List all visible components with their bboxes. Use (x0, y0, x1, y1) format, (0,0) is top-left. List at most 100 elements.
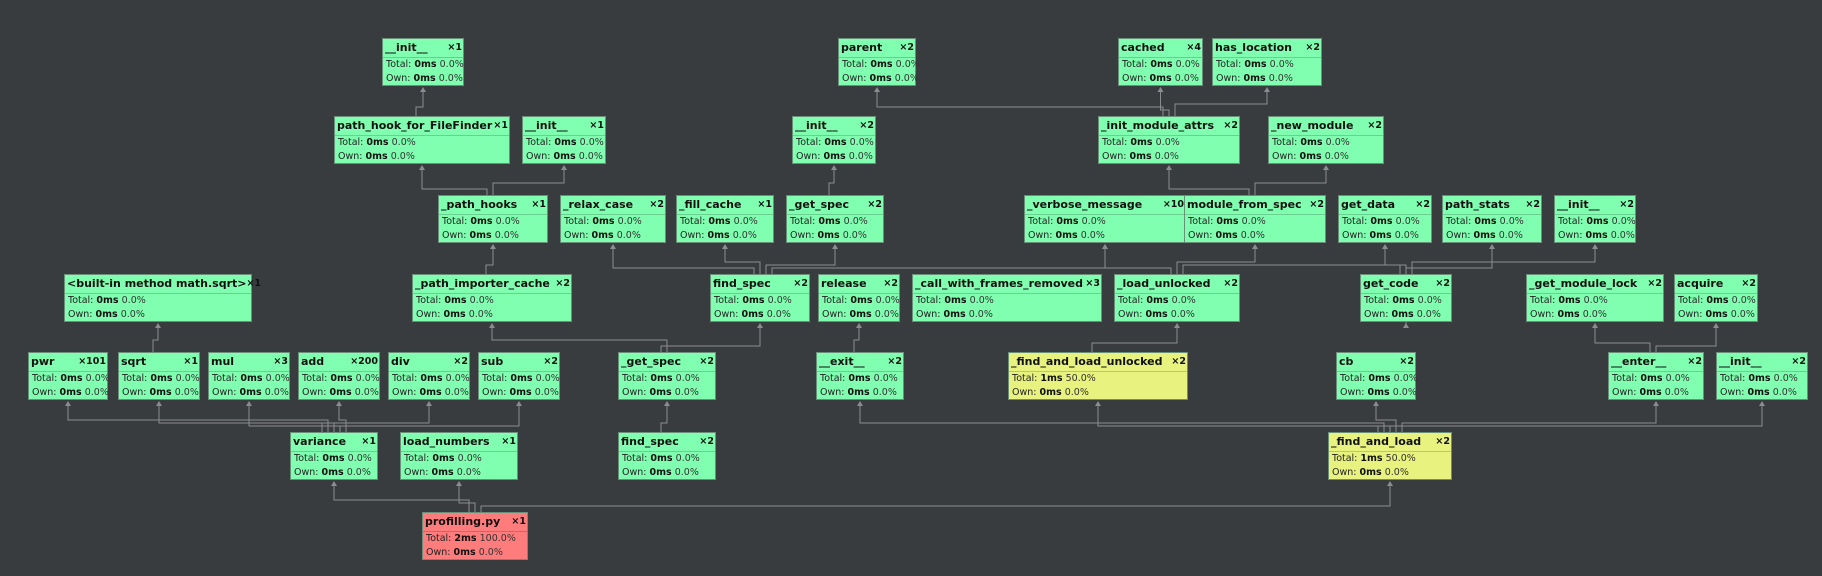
call-count: ×3 (273, 356, 288, 367)
total-time-row: Total: 0ms 0.0% (119, 372, 200, 386)
own-label: Own: (392, 387, 417, 398)
total-label: Total: (392, 373, 418, 384)
call-edge (158, 406, 335, 432)
node-title: path_stats×2 (1443, 196, 1541, 215)
total-percent: 0.0% (1175, 59, 1200, 70)
arrow-head (610, 244, 616, 249)
own-percent: 0.0% (1392, 387, 1417, 398)
own-time: 0ms (1215, 230, 1238, 241)
total-percent: 0.0% (1611, 216, 1636, 227)
own-label: Own: (482, 387, 507, 398)
call-count: ×2 (793, 278, 808, 289)
function-name: __init__ (795, 119, 838, 132)
total-percent: 0.0% (1499, 216, 1524, 227)
arrow-head (65, 401, 71, 406)
total-percent: 0.0% (469, 295, 494, 306)
call-count: ×1 (531, 199, 546, 210)
total-label: Total: (842, 59, 868, 70)
arrow-head (456, 481, 462, 486)
total-time-row: Total: 0ms 0.0% (1675, 294, 1757, 308)
total-time-row: Total: 0ms 0.0% (711, 294, 809, 308)
arrow-head (1653, 401, 1659, 406)
own-time: 0ms (943, 309, 966, 320)
own-label: Own: (1012, 387, 1037, 398)
own-time: 0ms (817, 230, 840, 241)
own-percent: 0.0% (1582, 309, 1607, 320)
own-percent: 0.0% (874, 309, 899, 320)
call-count: ×2 (1305, 42, 1320, 53)
own-time: 0ms (1129, 151, 1152, 162)
own-label: Own: (122, 387, 147, 398)
node-title: _get_spec×2 (787, 196, 883, 215)
total-time: 0ms (366, 137, 389, 148)
total-percent: 0.0% (175, 373, 200, 384)
call-edge (458, 486, 476, 512)
call-count: ×2 (453, 356, 468, 367)
total-percent: 0.0% (457, 453, 482, 464)
own-label: Own: (68, 309, 93, 320)
call-edge (421, 170, 488, 195)
node-title: cb×2 (1337, 353, 1415, 372)
arrow-head (1166, 165, 1172, 170)
total-label: Total: (1612, 373, 1638, 384)
own-time: 0ms (1391, 309, 1414, 320)
total-time-row: Total: 1ms 50.0% (1009, 372, 1187, 386)
node-title: _find_and_load_unlocked×2 (1009, 353, 1187, 372)
call-count: ×2 (1415, 199, 1430, 210)
total-time-row: Total: 0ms 0.0% (1119, 58, 1202, 72)
total-time: 0ms (1150, 59, 1173, 70)
function-name: _path_importer_cache (415, 277, 550, 290)
total-time-row: Total: 0ms 0.0% (819, 294, 900, 308)
function-name: _find_and_load (1331, 435, 1422, 448)
own-label: Own: (1720, 387, 1745, 398)
total-time: 0ms (1586, 216, 1609, 227)
own-time-row: Own: 0ms 0.0% (413, 308, 571, 322)
total-percent: 0.0% (1393, 373, 1418, 384)
function-name: get_data (1341, 198, 1396, 211)
